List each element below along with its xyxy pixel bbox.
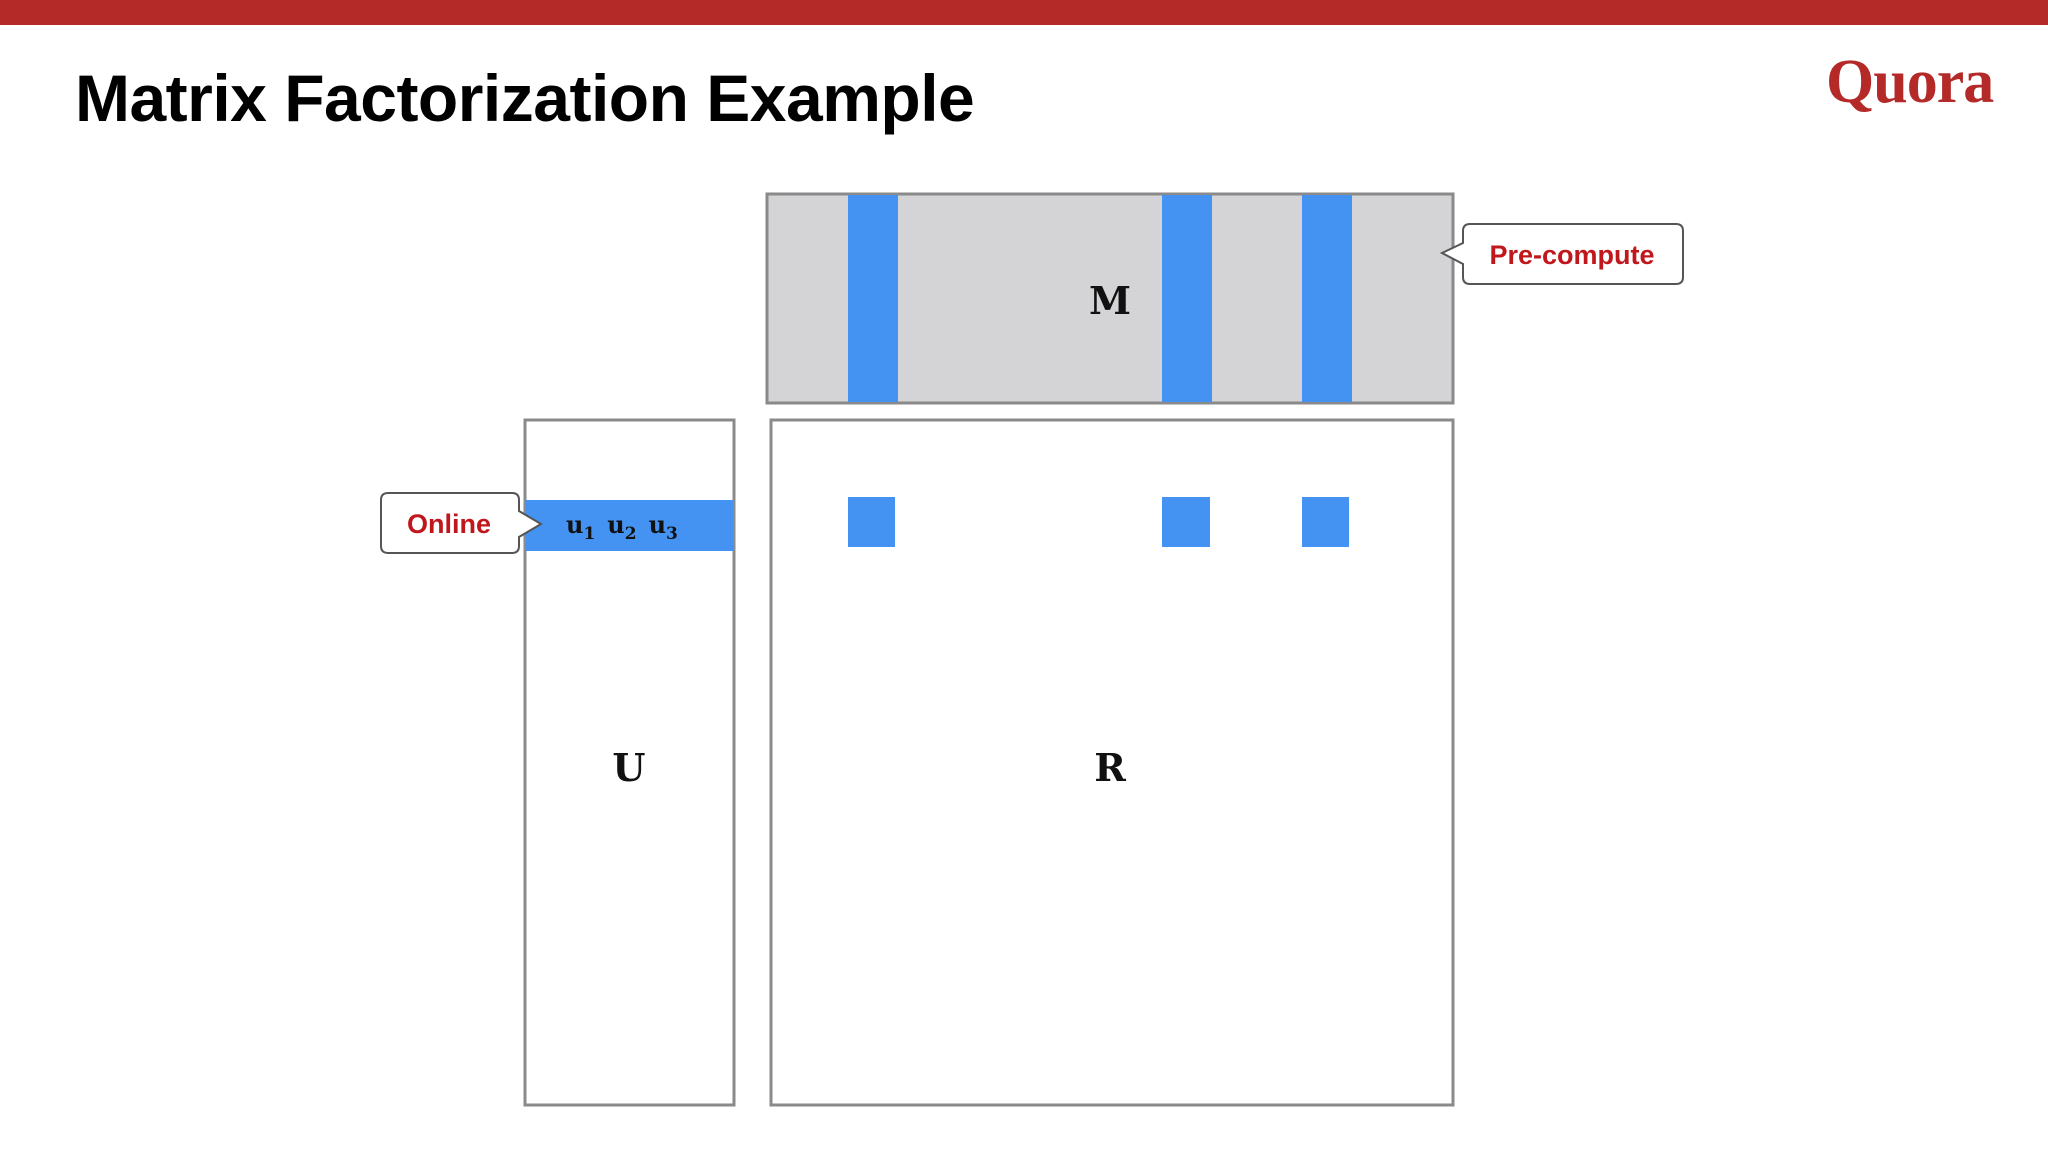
user-vector-row [526,500,733,551]
online-callout-shape [380,492,543,554]
matrix-m-column-1 [848,195,898,402]
online-callout: Online [380,492,543,554]
matrix-r-cell-2 [1162,497,1210,547]
u1-base: u [566,510,583,539]
matrix-m-column-3 [1302,195,1352,402]
matrix-r: R [769,418,1455,1107]
matrix-m-column-2 [1162,195,1212,402]
u1-subscript: 1 [583,524,595,544]
matrix-r-cell-1 [848,497,895,547]
brand-top-bar [0,0,2048,25]
matrix-m-label: M [1089,278,1131,323]
matrix-m: M [765,192,1455,405]
matrix-r-cell-3 [1302,497,1349,547]
u2-base: u [607,510,624,539]
u3-base: u [649,510,666,539]
precompute-callout: Pre-compute [1439,223,1684,285]
u2-subscript: 2 [625,524,637,544]
precompute-callout-shape [1439,223,1684,285]
matrix-u-label: U [612,745,645,790]
matrix-r-label: R [1094,745,1126,790]
online-callout-label: Online [407,509,491,539]
u3-subscript: 3 [666,524,678,544]
precompute-callout-label: Pre-compute [1489,240,1654,270]
quora-logo: Quora [1826,48,1994,116]
slide-title: Matrix Factorization Example [75,61,975,135]
